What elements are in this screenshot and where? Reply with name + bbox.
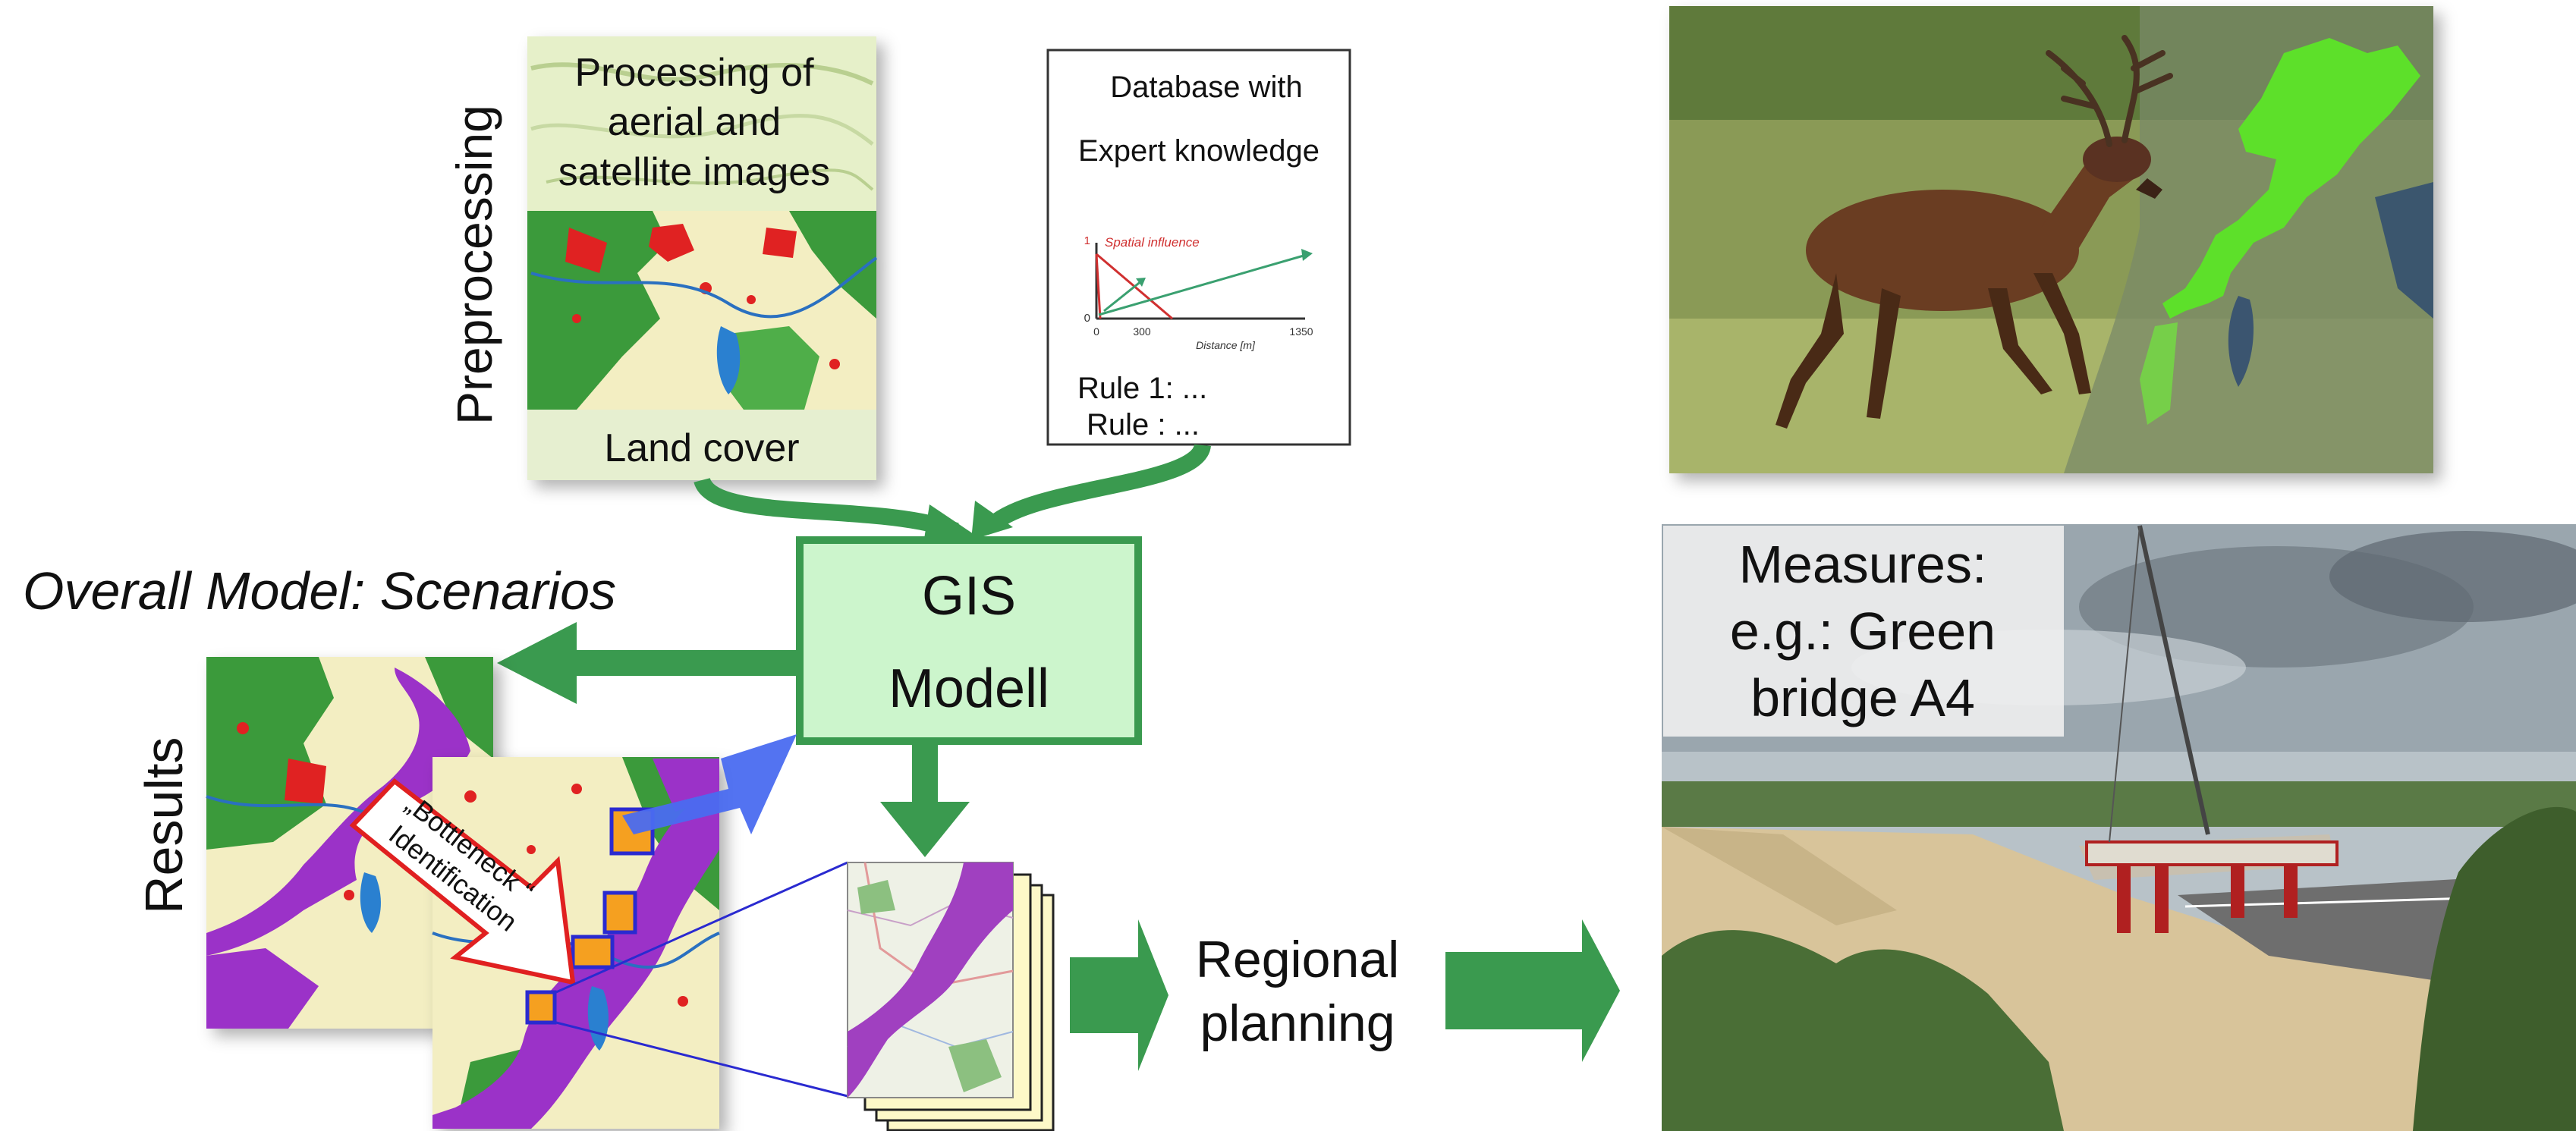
arrow-planning-to-measures bbox=[1445, 919, 1620, 1062]
spatial-influence-mini-chart: Spatial influence 1 0 0 300 1350 Distanc… bbox=[1084, 234, 1313, 351]
influence-growth-line-green bbox=[1098, 253, 1310, 316]
database-rule-2: Rule : ... bbox=[1087, 408, 1200, 441]
database-card: Database with Expert knowledge Spatial i… bbox=[1046, 49, 1351, 446]
mini-chart-xtick-300: 300 bbox=[1133, 325, 1151, 338]
land-cover-map bbox=[527, 211, 878, 410]
measures-label-line-2: e.g.: Green bbox=[1730, 602, 1996, 661]
database-rule-1: Rule 1: ... bbox=[1077, 372, 1207, 405]
regional-planning-line-1: Regional bbox=[1196, 931, 1399, 988]
bottleneck-marker bbox=[525, 990, 557, 1025]
planning-map-stack bbox=[847, 862, 1055, 1131]
measures-label-line-3: bridge A4 bbox=[1750, 668, 1975, 727]
mini-chart-ytick-top: 1 bbox=[1084, 234, 1090, 247]
blue-arrow-bottleneck-to-gis bbox=[622, 734, 797, 834]
regional-planning-line-2: planning bbox=[1200, 994, 1395, 1052]
arrow-preprocessing-to-gis bbox=[694, 476, 959, 539]
planning-map bbox=[847, 862, 1014, 1098]
arrow-gis-to-planning-map bbox=[880, 741, 970, 857]
measures-label-line-1: Measures: bbox=[1739, 535, 1987, 594]
deer-corridor-photo bbox=[1669, 6, 2433, 473]
mini-chart-legend: Spatial influence bbox=[1105, 235, 1200, 250]
mini-chart-xtick-0: 0 bbox=[1093, 325, 1099, 338]
zoom-line-bottom bbox=[555, 1021, 848, 1098]
preprocessing-group: Preprocessing bbox=[446, 36, 878, 480]
preprocessing-title-line-3: satellite images bbox=[558, 150, 830, 194]
mini-chart-xlabel: Distance [m] bbox=[1196, 339, 1256, 351]
measures-label-box bbox=[1663, 526, 2064, 737]
bottleneck-marker bbox=[602, 891, 637, 935]
habitat-corridor-overlay bbox=[2162, 38, 2420, 319]
land-cover-band bbox=[527, 410, 876, 480]
database-title-line-1: Database with bbox=[1110, 71, 1302, 104]
preprocessing-section-label: Preprocessing bbox=[446, 105, 502, 425]
arrow-database-to-gis bbox=[988, 442, 1211, 530]
red-deer-stag bbox=[1776, 35, 2173, 429]
preprocessing-card bbox=[527, 36, 878, 480]
overall-model-label: Overall Model: Scenarios bbox=[23, 561, 616, 620]
crane-boom bbox=[2137, 525, 2210, 835]
gis-label-line-1: GIS bbox=[922, 566, 1016, 627]
arrow-map-to-regional-planning bbox=[1070, 919, 1168, 1071]
gis-label-line-2: Modell bbox=[889, 658, 1049, 719]
mini-chart-ytick-bottom: 0 bbox=[1084, 312, 1090, 325]
preprocessing-title-line-1: Processing of bbox=[574, 51, 814, 95]
preprocessing-title-line-2: aerial and bbox=[608, 100, 781, 144]
influence-decay-line-red-2 bbox=[1095, 253, 1102, 319]
bridge-deck bbox=[2085, 840, 2339, 866]
gis-model-box: GIS Modell bbox=[796, 536, 1142, 745]
zoom-line-top bbox=[555, 861, 848, 994]
arrow-gis-to-scenarios bbox=[497, 622, 800, 704]
results-section-label: Results bbox=[134, 737, 193, 914]
mini-chart-xtick-1350: 1350 bbox=[1289, 325, 1313, 338]
bottleneck-marker bbox=[571, 935, 615, 969]
land-cover-label: Land cover bbox=[604, 426, 799, 470]
database-title-line-2: Expert knowledge bbox=[1078, 134, 1319, 168]
